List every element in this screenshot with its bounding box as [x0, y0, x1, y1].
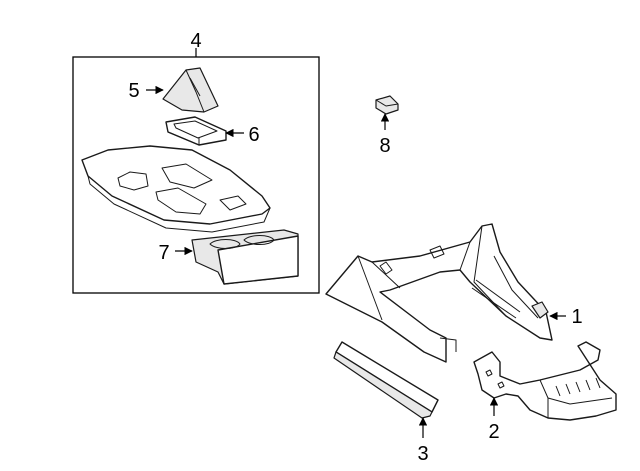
callout-7: 7: [158, 242, 169, 264]
callout-5: 5: [128, 80, 139, 102]
trim-strip-part: [333, 341, 439, 419]
console-panel-part: [81, 145, 271, 233]
shift-boot-part: [162, 67, 219, 113]
callout-1: 1: [571, 306, 582, 328]
callout-2: 2: [488, 421, 499, 443]
callout-3: 3: [417, 443, 428, 465]
callout-4: 4: [190, 30, 201, 52]
bezel-part: [165, 116, 227, 146]
console-body-part: [325, 223, 553, 363]
clip-part: [375, 95, 399, 115]
bracket-part: [473, 341, 617, 421]
callout-6: 6: [248, 124, 259, 146]
cup-holder-part: [191, 229, 299, 285]
callout-8: 8: [379, 135, 390, 157]
